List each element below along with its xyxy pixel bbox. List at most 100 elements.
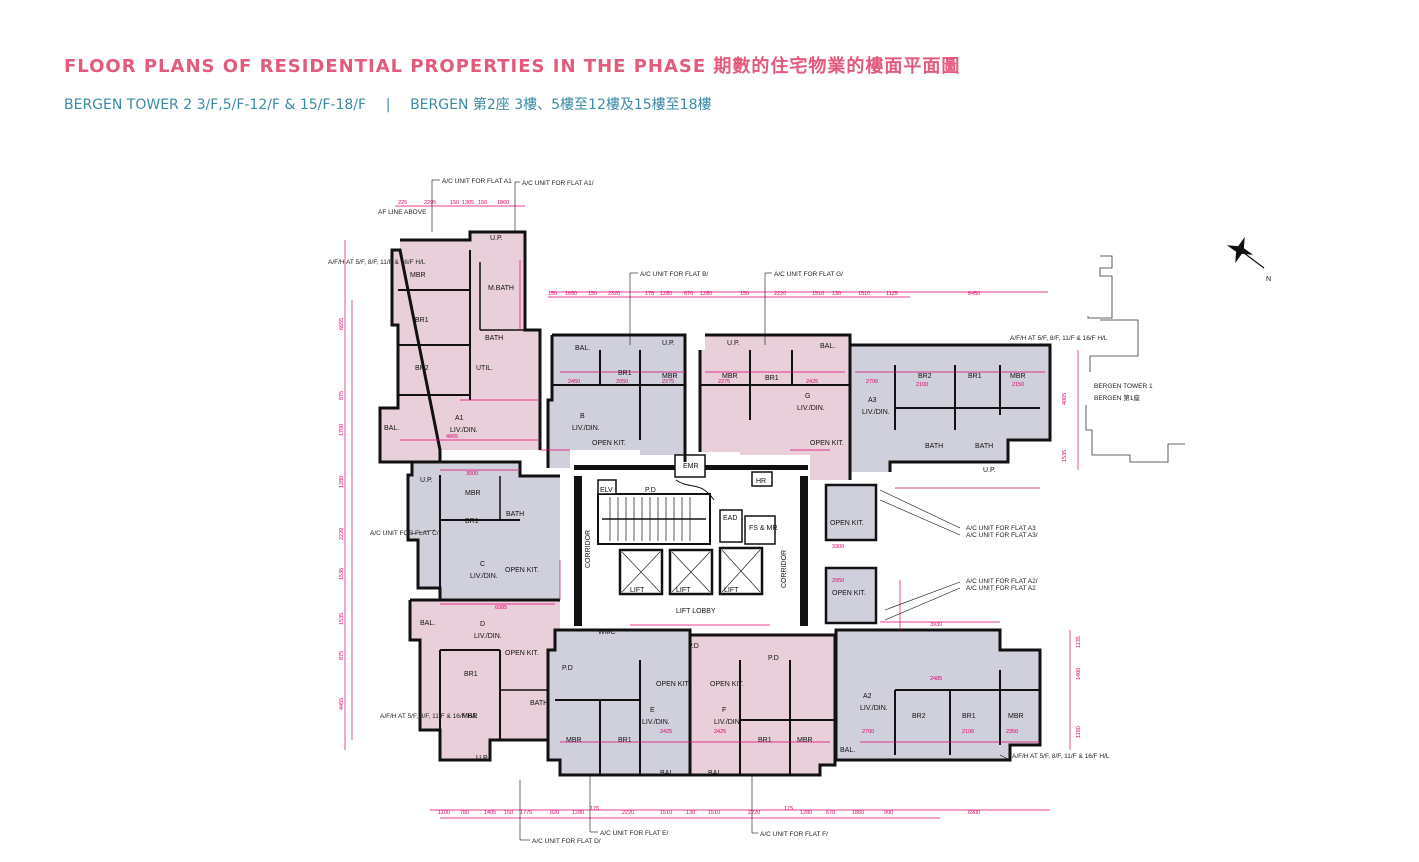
corridor-right-label: CORRIDOR [781,550,788,588]
flat-g-openkit: OPEN KIT. [810,440,844,447]
flat-a2-openkit: OPEN KIT. [832,590,866,597]
dim-left-7: 875 [339,651,345,660]
note-ac-a3: A/C UNIT FOR FLAT A3 [966,525,1036,532]
flat-a3-kitchen-annex [826,485,876,540]
dim-top-b-4: 175 [645,291,654,297]
dim-top-b-14: 6450 [968,291,980,297]
dim-top-b-7: 1280 [700,291,712,297]
dim-inner-6: 2150 [1012,382,1024,388]
callouts [404,179,1011,841]
flat-g-mbr: MBR [722,373,738,380]
flat-b-mbr: MBR [662,373,678,380]
note-ac-f: A/C UNIT FOR FLAT F/ [760,831,828,838]
flat-f-openkit: OPEN KIT. [710,681,744,688]
subtitle-chinese: BERGEN 第2座 3樓、5樓至12樓及15樓至18樓 [410,97,712,113]
fsmr-room [744,515,776,545]
flat-d-livdin: LIV./DIN. [474,633,502,640]
dim-inner-17: 2950 [832,578,844,584]
dim-bottom-5: 820 [550,810,559,816]
flat-g-bal: BAL. [820,343,835,350]
ead-room [719,509,743,543]
flat-a1-bath: BATH [485,335,503,342]
hr-room [751,471,773,487]
dim-inner-11: 2425 [660,729,672,735]
flat-c-bath: BATH [506,511,524,518]
dim-inner-14: 2100 [962,729,974,735]
flat-a1-livdin: LIV./DIN. [450,427,478,434]
flat-e-area [548,630,690,775]
flat-a1-util: UTIL. [476,365,493,372]
emr-label: EMR [683,463,699,470]
flat-a3-br2: BR2 [918,373,932,380]
note-af-at-2: A/F/H AT 5/F, 8/F, 11/F & 16/F H/L [1010,335,1108,342]
dim-top-b-2: 150 [588,291,597,297]
elv-label: ELV [600,487,613,494]
lift-1-label: LIFT [630,587,645,594]
note-ac-a2: A/C UNIT FOR FLAT A2 [966,585,1036,592]
dim-top-b-0: 150 [548,291,557,297]
flat-a3-mbath: BATH [975,443,993,450]
dim-bottom-13: 175 [784,806,793,812]
flat-a1-up: U.P. [490,235,503,242]
flat-c-area [408,462,560,600]
building-core [570,454,810,626]
flat-f-br1: BR1 [758,737,772,744]
wmc-label: WMC [598,629,616,636]
dim-inner-18: 3300 [832,544,844,550]
core-pd-bottom: P.D [688,643,699,650]
hr-label: HR [756,478,766,485]
dim-inner-4: 2700 [866,379,878,385]
dim-bottom-18: 6900 [968,810,980,816]
note-ac-a1: A/C UNIT FOR FLAT A1 [442,178,512,185]
lift-lobby-label: LIFT LOBBY [676,608,716,615]
core-pd-label: P.D [645,487,656,494]
note-af-above: AF LINE ABOVE [378,209,427,216]
flat-a1-label: A1 [455,415,464,422]
flat-c-label: C [480,561,485,568]
flat-a3-openkit: OPEN KIT. [830,520,864,527]
dim-inner-2: 2275 [718,379,730,385]
flat-d-bath: BATH [530,700,548,707]
dim-left-5: 1535 [339,568,345,580]
flat-a1-br2: BR2 [415,365,429,372]
flat-f-pd: P.D [768,655,779,662]
dim-top-b-8: 150 [740,291,749,297]
emr-room [674,454,706,478]
dim-right-3: 1400 [1076,668,1082,680]
dim-top-b-13: 1125 [886,291,898,297]
dim-inner-15: 2350 [1006,729,1018,735]
flat-a2-label: A2 [863,693,872,700]
dim-right-4: 1180 [1076,726,1082,738]
flat-a3-livdin: LIV./DIN. [862,409,890,416]
dim-left-8: 4455 [339,698,345,710]
page-title: FLOOR PLANS OF RESIDENTIAL PROPERTIES IN… [64,56,961,77]
dim-top-b-10: 1510 [812,291,824,297]
walls [378,230,1052,777]
dim-left-4: 2220 [339,528,345,540]
dim-bottom-1: 780 [460,810,469,816]
dim-bottom-16: 1860 [852,810,864,816]
flat-c-mbr: MBR [465,490,481,497]
neighbour-tower-en: BERGEN TOWER 1 [1094,383,1153,390]
flat-a3-br1: BR1 [968,373,982,380]
dim-top-b-12: 1510 [858,291,870,297]
flat-b-br1: BR1 [618,370,632,377]
flat-a2-area [836,630,1040,760]
dim-inner-19: 2485 [930,676,942,682]
flat-g-livdin: LIV./DIN. [797,405,825,412]
dim-bottom-15: 670 [826,810,835,816]
flat-f-bal: BAL. [708,770,723,777]
flat-a1-mbr: MBR [410,272,426,279]
flat-f-mbr: MBR [797,737,813,744]
dim-inner-1: 2275 [662,379,674,385]
flat-a3-mbr: MBR [1010,373,1026,380]
flat-b-openkit: OPEN KIT. [592,440,626,447]
dim-inner-0: 2450 [568,379,580,385]
fsmr-label: FS & MR [749,525,777,532]
dim-bottom-7: 175 [590,806,599,812]
flat-b-label: B [580,413,585,420]
flat-f-label: F [722,707,726,714]
flat-g-up: U.P. [727,340,740,347]
flat-a3-label: A3 [868,397,877,404]
